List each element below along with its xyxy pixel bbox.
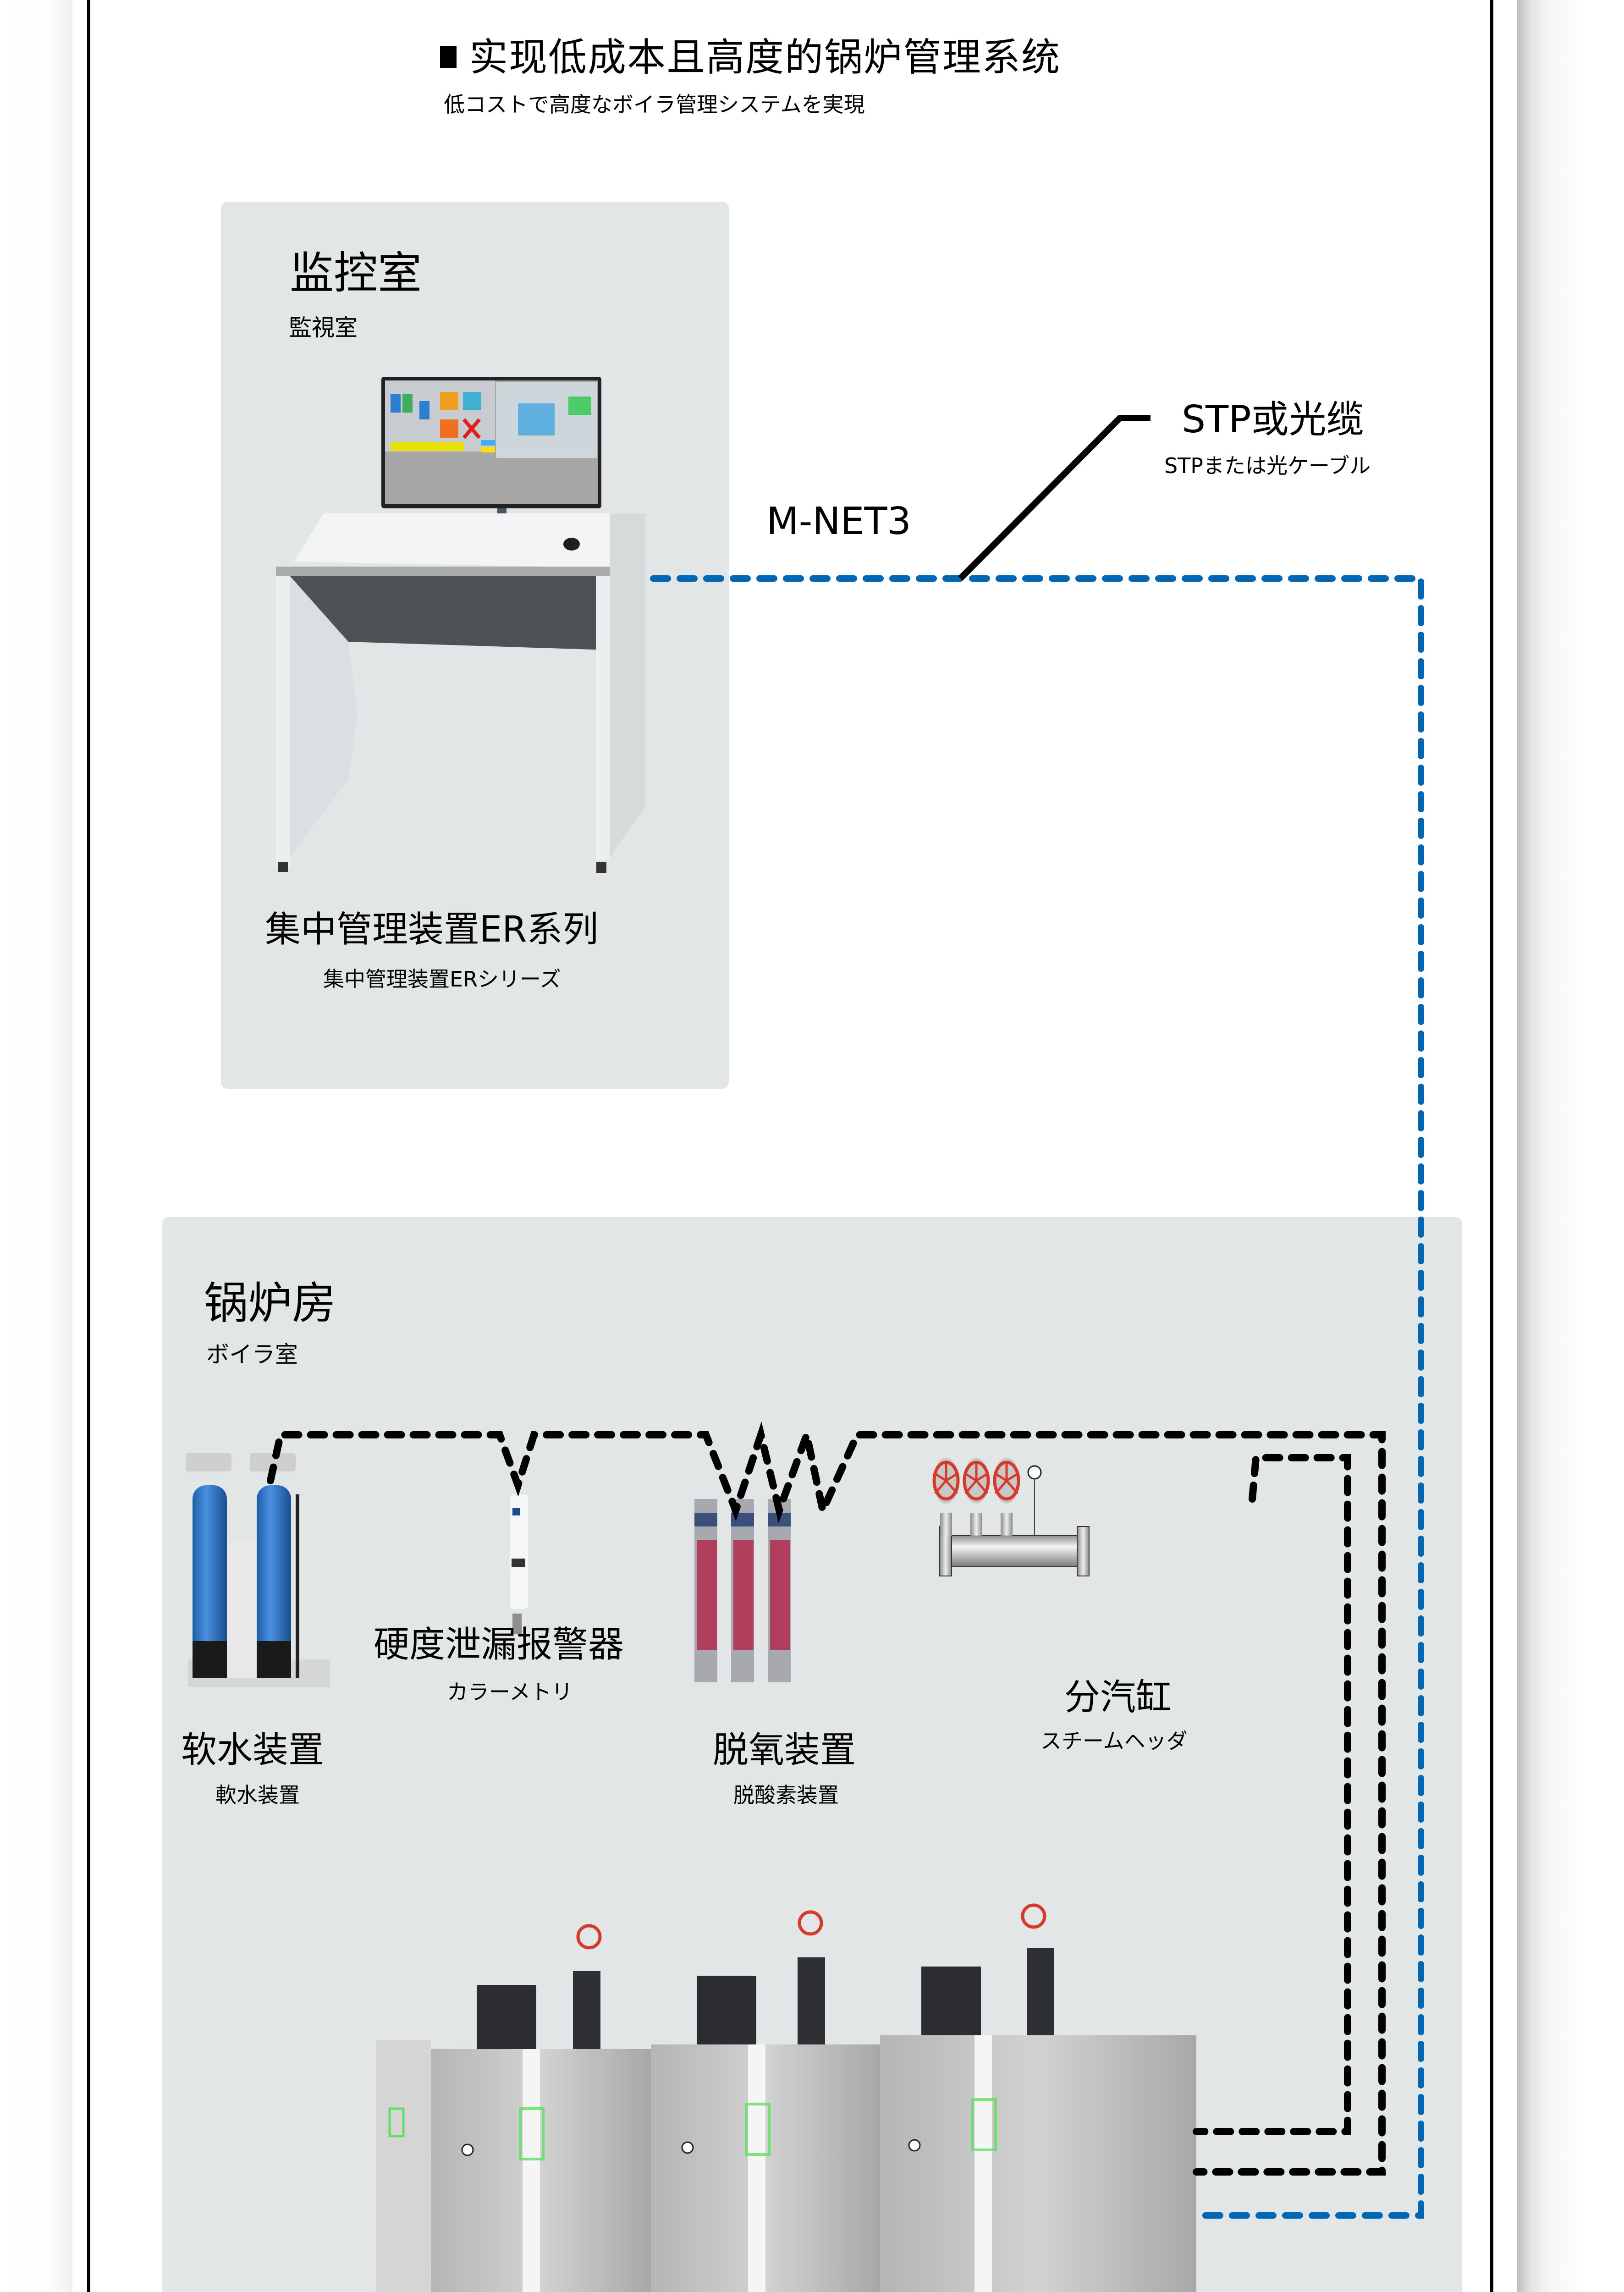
trackball-icon xyxy=(563,538,580,551)
central-unit-label-jp: 集中管理装置ERシリーズ xyxy=(323,967,561,992)
steam-header xyxy=(932,1458,1090,1576)
softener-label: 软水装置 xyxy=(181,1730,325,1771)
monitoring-room-label: 监控室 xyxy=(290,248,422,299)
screen-alert-icon xyxy=(462,418,481,439)
cable-label-jp: STPまたは光ケーブル xyxy=(1164,453,1371,478)
desk-top xyxy=(294,513,645,568)
hardness-leak-alarm xyxy=(510,1494,528,1634)
deaerator-units xyxy=(694,1499,791,1682)
screen-window-left xyxy=(385,380,495,452)
central-unit-label: 集中管理装置ER系列 xyxy=(265,909,599,950)
steam-boilers xyxy=(376,1903,1196,2292)
page-frame xyxy=(87,0,1493,2292)
water-softener xyxy=(186,1453,330,1687)
colorimetry-label-jp: カラーメトリ xyxy=(447,1680,573,1704)
mnet3-cable xyxy=(650,575,1424,2219)
boiler-room-label: 锅炉房 xyxy=(204,1278,336,1329)
valve-2 xyxy=(963,1458,990,1536)
softener-label-jp: 軟水装置 xyxy=(215,1783,300,1807)
stp-leader-line xyxy=(958,415,1151,581)
monitoring-room-label-jp: 監視室 xyxy=(289,314,358,341)
deaerator-label-jp: 脱酸素装置 xyxy=(733,1783,839,1807)
section-title: 实现低成本且高度的锅炉管理系统 xyxy=(440,27,1061,82)
steam-header-label: 分汽缸 xyxy=(1064,1677,1172,1718)
valve-3 xyxy=(993,1458,1020,1536)
desk-drawer xyxy=(285,576,636,651)
page-shadow-right xyxy=(1517,0,1624,2292)
boiler-room-label-jp: ボイラ室 xyxy=(206,1341,298,1368)
steam-header-label-jp: スチームヘッダ xyxy=(1040,1729,1188,1753)
central-management-unit xyxy=(276,377,645,873)
valve-1 xyxy=(932,1458,960,1536)
cable-label: STP或光缆 xyxy=(1182,398,1364,441)
mnet3-label: M-NET3 xyxy=(766,500,911,543)
deaerator-label: 脱氧装置 xyxy=(713,1730,856,1771)
pressure-gauge-icon xyxy=(1027,1465,1042,1480)
colorimetry-label: 硬度泄漏报警器 xyxy=(374,1624,624,1665)
page-shadow-left xyxy=(0,0,72,2292)
section-subtitle: 低コストで高度なボイラ管理システムを実現 xyxy=(444,92,865,117)
signal-cable-header xyxy=(1193,1454,1351,2135)
signal-cable-main xyxy=(267,1421,1386,2176)
section-title-text: 实现低成本且高度的锅炉管理系统 xyxy=(469,35,1061,80)
title-bullet-icon xyxy=(440,46,457,68)
